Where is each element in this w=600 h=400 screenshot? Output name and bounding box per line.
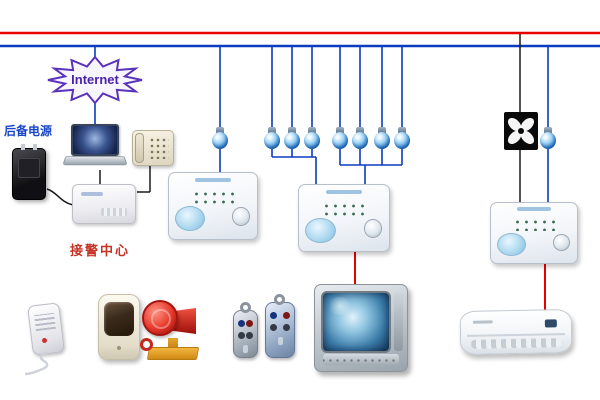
host-logo-strip	[81, 192, 103, 196]
bulb-globe	[394, 132, 410, 149]
host-vent	[101, 208, 127, 216]
alarm-center-host-icon	[72, 184, 136, 224]
wireless-detector-bulb-icon	[374, 127, 390, 151]
bulb-globe	[540, 132, 556, 149]
ac-seam	[467, 333, 566, 337]
ac-brand-strip	[472, 320, 493, 324]
siren-bracket	[168, 338, 178, 350]
fob-led	[277, 337, 283, 345]
tv-screen	[321, 291, 391, 353]
bulb-globe	[352, 132, 368, 149]
panel-speaker	[552, 234, 571, 251]
bulb-globe	[212, 132, 228, 149]
panel-caption-strip	[195, 177, 231, 182]
panel-led-grid	[513, 218, 555, 232]
bulb-base	[308, 127, 316, 133]
tv-screen-glare	[327, 297, 353, 315]
bulb-base	[398, 127, 406, 133]
fob-button	[283, 324, 290, 331]
alarm-panel-icon	[298, 184, 390, 252]
fan-graphic	[504, 112, 538, 150]
siren-base	[146, 347, 200, 360]
telephone-icon	[132, 130, 174, 166]
siren-bell	[142, 300, 178, 336]
pir-motion-detector-icon	[98, 294, 140, 360]
bulb-base	[288, 127, 296, 133]
panel-caption-strip	[516, 207, 552, 212]
wireless-detector-bulb-icon	[264, 127, 280, 151]
fob-keyring	[274, 294, 285, 305]
bulb-base	[544, 127, 552, 133]
wireless-detector-bulb-icon	[212, 127, 228, 151]
fob-arm-button	[238, 320, 245, 327]
fob-disarm-button	[283, 312, 290, 319]
alarm-panel-icon	[490, 202, 578, 264]
ac-display	[544, 319, 557, 328]
crt-tv-icon	[314, 284, 408, 372]
fob-arm-button	[270, 312, 277, 319]
fob-disarm-button	[246, 320, 253, 327]
pir-indicator	[117, 346, 121, 350]
remote-fob-icon	[265, 294, 295, 358]
bulb-base	[336, 127, 344, 133]
wireless-detector-bulb-icon	[284, 127, 300, 151]
wireless-detector-bulb-icon	[304, 127, 320, 151]
adapter-label-plate	[18, 158, 40, 178]
panel-led-grid	[322, 201, 366, 217]
panel-led-grid	[191, 189, 235, 205]
wireless-detector-bulb-icon	[352, 127, 368, 151]
laptop-keyboard	[62, 156, 128, 166]
remote-fob-icon	[233, 302, 258, 358]
bulb-base	[268, 127, 276, 133]
wireless-detector-bulb-icon	[540, 127, 556, 151]
adapter-prong	[21, 144, 25, 150]
wireless-detector-bulb-icon	[394, 127, 410, 151]
door-sensor-cord	[24, 350, 49, 376]
alarm-center-label: 接警中心	[70, 243, 131, 258]
laptop-screen	[71, 124, 119, 156]
pir-lens	[104, 302, 134, 336]
bulb-globe	[304, 132, 320, 149]
backup-power-label: 后备电源	[4, 124, 53, 138]
panel-speaker	[363, 219, 382, 238]
adapter-prong	[33, 144, 37, 150]
tv-side-panel	[394, 293, 403, 351]
door-sensor-grille	[34, 312, 56, 332]
phone-handset	[135, 133, 144, 163]
backup-power-adapter-icon	[12, 144, 46, 200]
strobe-siren-icon	[140, 292, 202, 362]
fob-keyring	[239, 302, 251, 313]
wire-adapter-to-center	[46, 188, 74, 206]
panel-screen	[305, 218, 336, 244]
fob-led	[243, 345, 248, 353]
tv-control-strip	[323, 354, 399, 365]
phone-keypad	[149, 137, 169, 159]
bulb-base	[216, 127, 224, 133]
internet-label: Internet	[71, 72, 119, 87]
bulb-globe	[284, 132, 300, 149]
panel-screen	[497, 233, 527, 256]
wireless-detector-bulb-icon	[332, 127, 348, 151]
bulb-base	[356, 127, 364, 133]
panel-caption-strip	[326, 189, 362, 194]
bulb-base	[378, 127, 386, 133]
panel-speaker	[232, 207, 250, 226]
bulb-globe	[332, 132, 348, 149]
door-sensor-icon	[24, 302, 70, 376]
fob-button	[246, 332, 253, 339]
laptop-icon	[62, 124, 128, 170]
air-conditioner-icon	[459, 309, 573, 355]
internet-cloud-icon	[47, 55, 143, 105]
ac-vent	[471, 338, 562, 349]
fob-button	[270, 324, 277, 331]
exhaust-fan-icon	[504, 112, 538, 150]
bulb-globe	[264, 132, 280, 149]
panel-screen	[175, 206, 206, 232]
bulb-globe	[374, 132, 390, 149]
fob-button	[238, 332, 245, 339]
siren-cable-coil	[140, 338, 153, 351]
alarm-panel-icon	[168, 172, 258, 240]
